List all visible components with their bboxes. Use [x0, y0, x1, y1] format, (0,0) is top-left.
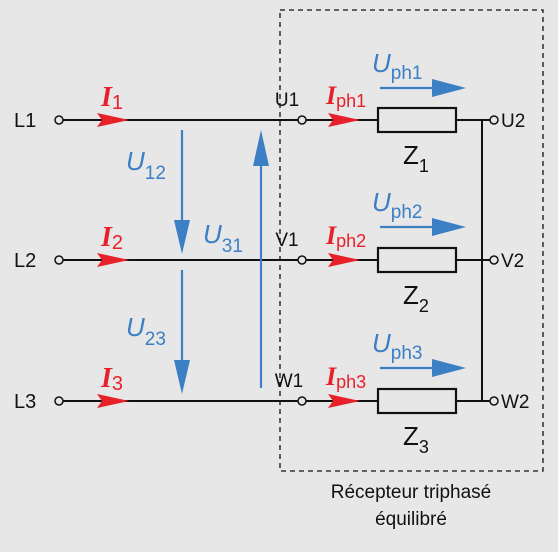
u31-arrowhead — [253, 130, 269, 166]
terminal-v1 — [297, 255, 307, 265]
phase-voltage-arrows — [380, 79, 466, 377]
terminal-label-v2: V2 — [501, 251, 524, 272]
current-label-iph2: Iph2 — [325, 221, 366, 251]
terminal-l3 — [54, 396, 64, 406]
terminal-u1 — [297, 115, 307, 125]
current-arrows — [97, 113, 360, 408]
terminal-u2 — [489, 115, 499, 125]
terminal-label-w2: W2 — [501, 392, 530, 413]
uph2-arrowhead — [432, 218, 466, 236]
terminal-v2 — [489, 255, 499, 265]
impedances — [376, 106, 458, 415]
impedance-label-z1: Z1 — [403, 140, 429, 176]
caption-line1: Récepteur triphasé — [331, 482, 492, 503]
terminal-w2 — [489, 396, 499, 406]
caption-line2: équilibré — [375, 509, 447, 530]
impedance-z1 — [376, 106, 458, 134]
voltage-label-u12: U12 — [126, 146, 166, 184]
current-arrow-i3 — [97, 394, 129, 408]
terminal-label-v1: V1 — [275, 230, 298, 251]
impedance-label-z3: Z3 — [403, 421, 429, 457]
line-label-l3: L3 — [14, 391, 36, 413]
voltage-label-u31: U31 — [203, 219, 243, 257]
line-label-l2: L2 — [14, 250, 36, 272]
u23-arrowhead — [174, 360, 190, 394]
voltage-label-u23: U23 — [126, 312, 166, 350]
current-label-i1: I1 — [100, 82, 123, 114]
voltage-label-uph1: Uph1 — [372, 48, 422, 84]
current-arrow-iph1 — [328, 113, 360, 127]
terminal-label-w1: W1 — [275, 371, 304, 392]
terminals — [54, 115, 499, 406]
current-arrow-iph3 — [328, 394, 360, 408]
voltage-label-uph3: Uph3 — [372, 328, 422, 364]
line-voltage-arrows — [174, 130, 269, 394]
terminal-label-u2: U2 — [501, 111, 525, 132]
receiver-box — [279, 9, 544, 472]
current-arrow-iph2 — [328, 253, 360, 267]
line-label-l1: L1 — [14, 110, 36, 132]
current-label-iph1: Iph1 — [325, 81, 366, 111]
current-arrow-i2 — [97, 253, 129, 267]
uph1-arrowhead — [432, 79, 466, 97]
current-label-i2: I2 — [100, 222, 123, 254]
voltage-label-uph2: Uph2 — [372, 187, 422, 223]
impedance-z2 — [376, 246, 458, 274]
terminal-w1 — [297, 396, 307, 406]
impedance-z3 — [376, 387, 458, 415]
terminal-l2 — [54, 255, 64, 265]
current-label-i3: I3 — [100, 363, 123, 395]
u12-arrowhead — [174, 220, 190, 254]
current-arrow-i1 — [97, 113, 129, 127]
impedance-label-z2: Z2 — [403, 280, 429, 316]
terminal-label-u1: U1 — [275, 90, 299, 111]
current-label-iph3: Iph3 — [325, 362, 366, 392]
uph3-arrowhead — [432, 359, 466, 377]
terminal-l1 — [54, 115, 64, 125]
